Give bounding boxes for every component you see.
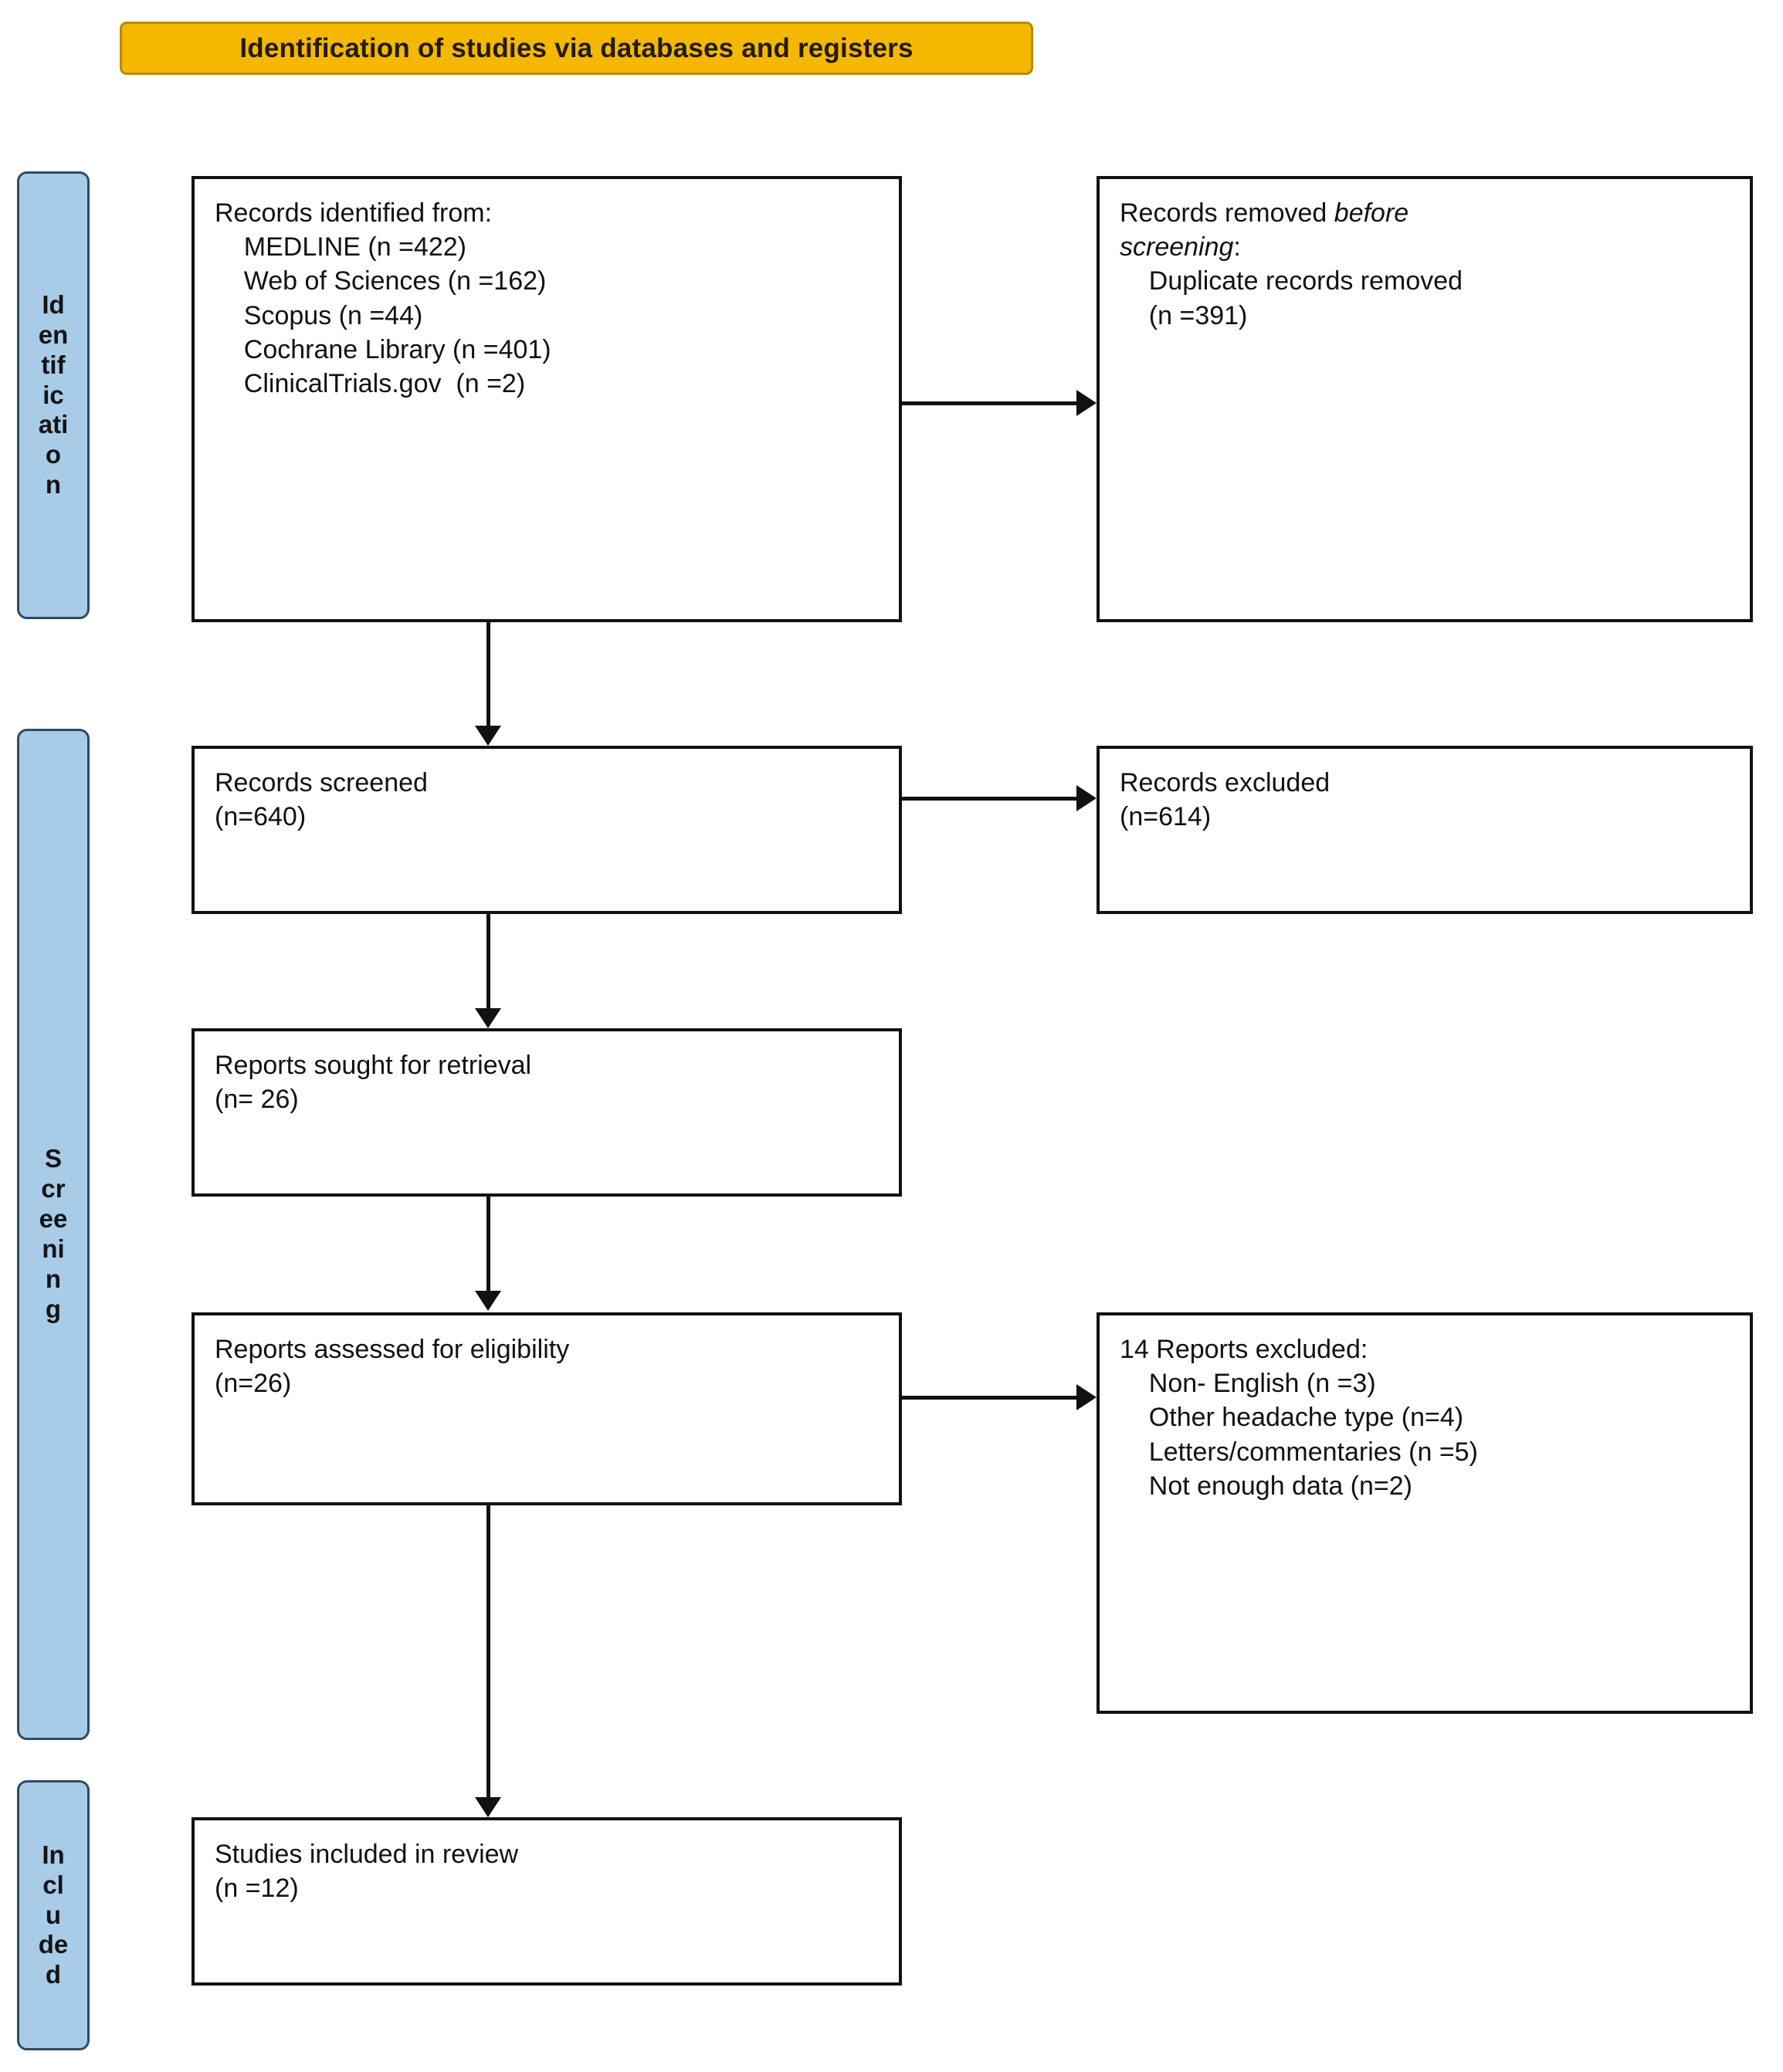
box-reports-assessed: Reports assessed for eligibility (n=26) [192,1312,902,1505]
connector-identified-to-screened [486,622,490,730]
box-records-identified: Records identified from: MEDLINE (n =422… [192,176,902,622]
box-studies-included: Studies included in review (n =12) [192,1817,902,1986]
stage-label-screening: Screening [39,1144,68,1323]
connector-assessed-to-included [486,1505,490,1802]
connector-sought-to-assessed [486,1197,490,1295]
connector-assessed-to-excluded [902,1396,1076,1400]
records-removed-line1-plain: Records removed [1120,198,1334,228]
connector-identified-to-removed [902,401,1076,405]
arrowhead-sought-to-assessed [475,1291,501,1311]
arrowhead-screened-to-sought [475,1008,501,1028]
stage-bar-screening: Screening [17,729,90,1740]
reports-excluded-text: 14 Reports excluded: Non- English (n =3)… [1120,1335,1478,1501]
arrowhead-identified-to-screened [475,726,501,746]
stage-bar-identification: Identification [17,171,90,619]
box-records-screened: Records screened (n=640) [192,746,902,914]
records-removed-line2-plain: : [1233,232,1241,262]
studies-included-text: Studies included in review (n =12) [215,1840,519,1904]
connector-screened-to-excluded [902,797,1076,801]
reports-assessed-text: Reports assessed for eligibility (n=26) [215,1335,570,1399]
records-removed-line2-italic: screening [1120,232,1234,262]
connector-screened-to-sought [486,914,490,1013]
records-removed-line1-italic: before [1334,198,1409,228]
records-excluded-text: Records excluded (n=614) [1120,768,1330,832]
stage-bar-included: Included [17,1780,90,2050]
reports-sought-text: Reports sought for retrieval (n= 26) [215,1051,532,1115]
box-reports-sought: Reports sought for retrieval (n= 26) [192,1028,902,1197]
records-identified-text: Records identified from: MEDLINE (n =422… [215,198,551,398]
records-screened-text: Records screened (n=640) [215,768,428,832]
diagram-title: Identification of studies via databases … [239,32,914,63]
stage-label-identification: Identification [38,289,69,499]
box-records-removed: Records removed before screening: Duplic… [1097,176,1753,622]
box-records-excluded: Records excluded (n=614) [1097,746,1753,914]
arrowhead-assessed-to-excluded [1076,1384,1097,1410]
records-removed-line3: Duplicate records removed [1120,266,1463,296]
stage-label-included: Included [38,1840,69,1989]
diagram-header-banner: Identification of studies via databases … [120,22,1033,75]
arrowhead-identified-to-removed [1076,390,1097,416]
records-removed-text: Records removed before screening: Duplic… [1120,196,1730,333]
box-reports-excluded: 14 Reports excluded: Non- English (n =3)… [1097,1312,1753,1714]
records-removed-line4: (n =391) [1120,300,1248,330]
arrowhead-screened-to-excluded [1076,785,1097,811]
arrowhead-assessed-to-included [475,1797,501,1817]
